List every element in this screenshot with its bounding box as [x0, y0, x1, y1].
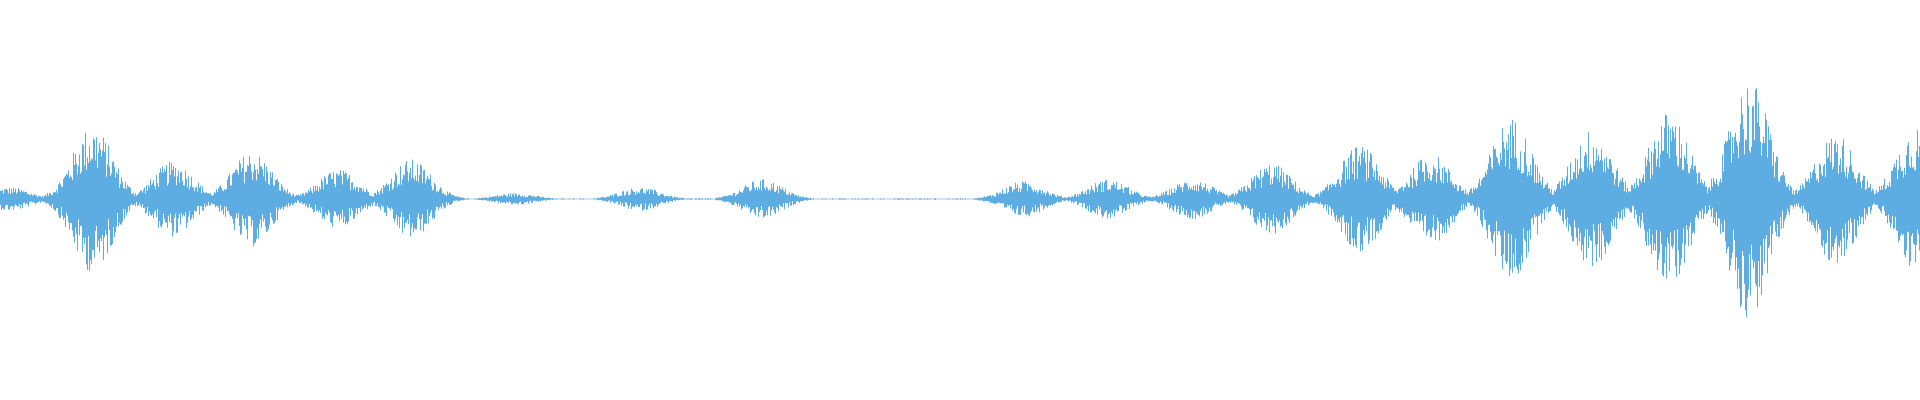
waveform-samples: [0, 88, 1920, 317]
